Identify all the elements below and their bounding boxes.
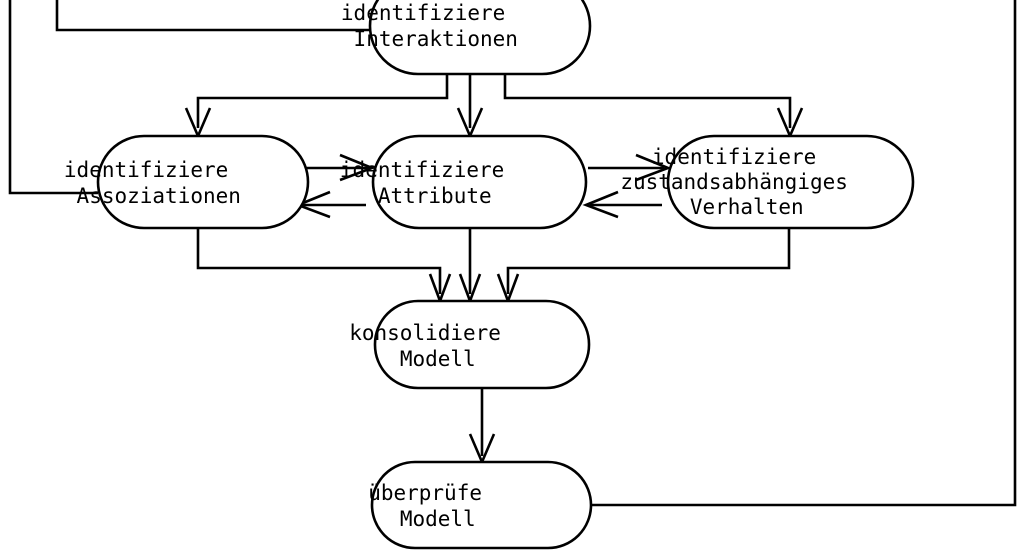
node-konsolidiere-line-1: Modell — [400, 347, 476, 371]
node-konsolidiere-label: konsolidiere Modell — [349, 321, 615, 371]
arrowhead-into-verhalten-left — [635, 153, 672, 182]
node-ueberpruefe-label: überprüfe Modell — [368, 481, 596, 531]
node-ueberpruefe[interactable]: überprüfe Modell — [368, 460, 596, 550]
node-interaktionen-line-0: identifiziere — [341, 1, 505, 25]
node-verhalten-line-0: identifiziere — [652, 145, 816, 169]
edge-ueberpruefe-feedback-right — [591, 0, 1017, 507]
node-interaktionen-line-1: Interaktionen — [354, 27, 518, 51]
node-assoziationen[interactable]: identifiziere Assoziationen — [64, 134, 342, 230]
node-attribute-shape[interactable] — [371, 134, 588, 230]
node-assoziationen-line-0: identifiziere — [64, 158, 228, 182]
node-konsolidiere-shape[interactable] — [373, 299, 591, 390]
edge-interaktionen-to-verhalten — [503, 74, 792, 128]
node-interaktionen[interactable]: identifiziere Interaktionen — [341, 0, 619, 76]
edge-layer — [8, 0, 1017, 507]
arrowhead-into-attribute-left — [339, 153, 376, 182]
node-interaktionen-label: identifiziere Interaktionen — [341, 1, 619, 51]
node-verhalten[interactable]: identifiziere zustandsabhängiges Verhalt… — [620, 134, 961, 230]
edge-interaktionen-to-assoziationen — [196, 74, 449, 128]
node-verhalten-label: identifiziere zustandsabhängiges Verhalt… — [620, 145, 961, 219]
edge-assoziationen-to-konsolidiere — [196, 228, 442, 294]
node-assoziationen-label: identifiziere Assoziationen — [64, 158, 342, 208]
node-ueberpruefe-line-0: überprüfe — [368, 481, 482, 505]
node-attribute-line-0: identifiziere — [340, 158, 504, 182]
node-attribute-line-1: Attribute — [378, 184, 492, 208]
node-konsolidiere[interactable]: konsolidiere Modell — [349, 299, 615, 390]
node-verhalten-shape[interactable] — [666, 134, 915, 230]
node-verhalten-line-1: zustandsabhängiges — [620, 170, 848, 194]
node-assoziationen-line-1: Assoziationen — [77, 184, 241, 208]
edge-assoziationen-feedback-left — [8, 0, 98, 195]
node-assoziationen-shape[interactable] — [96, 134, 310, 230]
node-konsolidiere-line-0: konsolidiere — [349, 321, 501, 345]
node-ueberpruefe-line-1: Modell — [400, 507, 476, 531]
node-attribute[interactable]: identifiziere Attribute — [340, 134, 618, 230]
arrowhead-into-attribute-right — [582, 190, 619, 219]
edge-top-left-return-into-interaktionen — [55, 0, 372, 32]
node-attribute-label: identifiziere Attribute — [340, 158, 618, 208]
node-interaktionen-shape[interactable] — [368, 0, 592, 76]
node-ueberpruefe-shape[interactable] — [370, 460, 593, 550]
node-verhalten-line-2: Verhalten — [690, 195, 804, 219]
edge-verhalten-to-konsolidiere — [506, 228, 791, 294]
